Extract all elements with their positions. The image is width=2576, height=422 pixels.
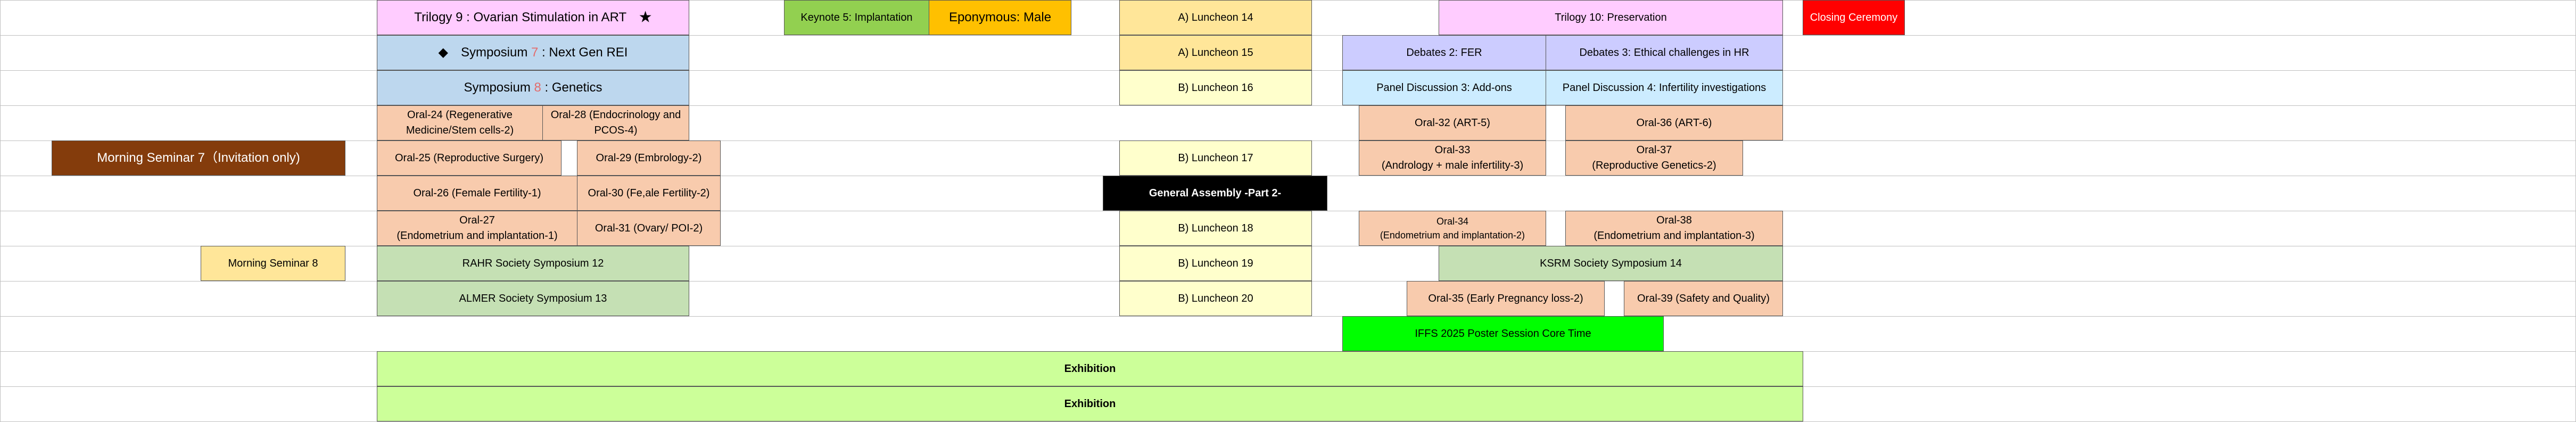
session-panel-3[interactable]: Panel Discussion 3: Add-ons [1342,70,1546,105]
session-luncheon-19[interactable]: B) Luncheon 19 [1119,246,1312,281]
symposium-8-prefix: Symposium [464,80,534,95]
session-oral-27[interactable]: Oral-27 (Endometrium and implantation-1) [377,211,577,246]
session-morning-seminar-7[interactable]: Morning Seminar 7（Invitation only) [52,140,345,176]
session-oral-30[interactable]: Oral-30 (Fe,ale Fertility-2) [577,176,721,211]
session-trilogy-10[interactable]: Trilogy 10: Preservation [1439,0,1783,35]
session-ksrm-14[interactable]: KSRM Society Symposium 14 [1439,246,1783,281]
session-oral-28[interactable]: Oral-28 (Endocrinology and PCOS-4) [542,105,689,140]
session-exhibition-1[interactable]: Exhibition [377,351,1803,386]
session-keynote-5[interactable]: Keynote 5: Implantation [784,0,929,35]
symposium-7-prefix: ◆ Symposium [438,45,532,60]
session-exhibition-2[interactable]: Exhibition [377,386,1803,421]
session-oral-38[interactable]: Oral-38 (Endometrium and implantation-3) [1565,211,1783,246]
session-debates-3[interactable]: Debates 3: Ethical challenges in HR [1546,35,1783,70]
session-symposium-8[interactable]: Symposium 8 : Genetics [377,70,689,105]
row-line [0,316,2576,351]
session-luncheon-20[interactable]: B) Luncheon 20 [1119,281,1312,316]
session-luncheon-14[interactable]: A) Luncheon 14 [1119,0,1312,35]
session-eponymous[interactable]: Eponymous: Male [929,0,1071,35]
session-morning-seminar-8[interactable]: Morning Seminar 8 [201,246,345,281]
session-poster-core-time[interactable]: IFFS 2025 Poster Session Core Time [1342,316,1664,351]
session-debates-2[interactable]: Debates 2: FER [1342,35,1546,70]
session-luncheon-17[interactable]: B) Luncheon 17 [1119,140,1312,176]
session-oral-25[interactable]: Oral-25 (Reproductive Surgery) [377,140,562,176]
session-oral-24[interactable]: Oral-24 (Regenerative Medicine/Stem cell… [377,105,543,140]
session-almer-13[interactable]: ALMER Society Symposium 13 [377,281,689,316]
symposium-7-number: 7 [531,45,539,60]
symposium-7-title: : Next Gen REI [538,45,628,60]
session-oral-32[interactable]: Oral-32 (ART-5) [1359,105,1546,140]
session-trilogy-9[interactable]: Trilogy 9 : Ovarian Stimulation in ART ★ [377,0,689,35]
session-oral-34[interactable]: Oral-34 (Endometrium and implantation-2) [1359,211,1546,246]
session-oral-29[interactable]: Oral-29 (Embrology-2) [577,140,721,176]
session-oral-37[interactable]: Oral-37 (Reproductive Genetics-2) [1565,140,1743,176]
session-oral-33[interactable]: Oral-33 (Andrology + male infertility-3) [1359,140,1546,176]
session-rahr-12[interactable]: RAHR Society Symposium 12 [377,246,689,281]
symposium-8-number: 8 [534,80,541,95]
row-line [0,105,2576,140]
session-luncheon-18[interactable]: B) Luncheon 18 [1119,211,1312,246]
session-general-assembly[interactable]: General Assembly -Part 2- [1103,176,1327,211]
session-oral-35[interactable]: Oral-35 (Early Pregnancy loss-2) [1407,281,1605,316]
session-oral-31[interactable]: Oral-31 (Ovary/ POI-2) [577,211,721,246]
session-luncheon-16[interactable]: B) Luncheon 16 [1119,70,1312,105]
session-oral-26[interactable]: Oral-26 (Female Fertility-1) [377,176,577,211]
session-oral-39[interactable]: Oral-39 (Safety and Quality) [1624,281,1783,316]
session-symposium-7[interactable]: ◆ Symposium 7 : Next Gen REI [377,35,689,70]
session-luncheon-15[interactable]: A) Luncheon 15 [1119,35,1312,70]
symposium-8-title: : Genetics [541,80,602,95]
session-closing-ceremony[interactable]: Closing Ceremony [1803,0,1905,35]
session-panel-4[interactable]: Panel Discussion 4: Infertility investig… [1546,70,1783,105]
session-oral-36[interactable]: Oral-36 (ART-6) [1565,105,1783,140]
